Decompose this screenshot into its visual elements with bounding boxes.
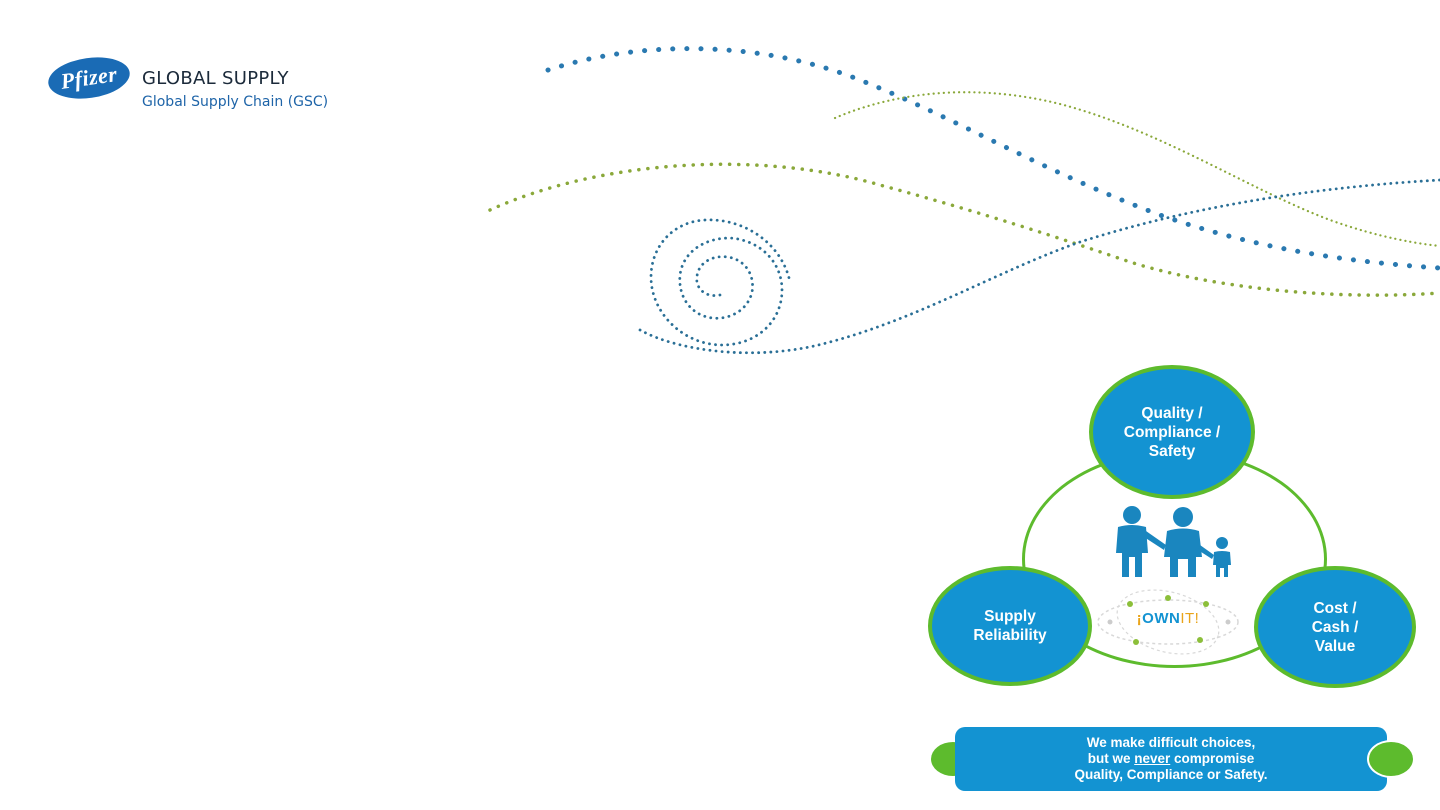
family-icon (1116, 506, 1231, 577)
banner-line-1: We make difficult choices, (1086, 735, 1256, 750)
logo-wordmark: Pfizer (59, 61, 119, 94)
pillar-right-label: Cost / Cash / Value (1311, 599, 1359, 655)
banner-line-2-before: but we (1087, 751, 1135, 766)
blue-dotted-wave (545, 46, 1440, 271)
pillar-left-label: Supply Reliability (973, 608, 1047, 644)
pillar-top-label: Quality / Compliance / Safety (1123, 404, 1221, 460)
banner-line-3: Quality, Compliance or Safety. (1074, 767, 1268, 782)
commitment-banner: We make difficult choices, but we never … (955, 727, 1387, 791)
pfizer-logo: Pfizer (45, 52, 133, 104)
banner-line-2: but we never compromise (1088, 751, 1255, 767)
pfizer-logo-block: Pfizer GLOBAL SUPPLY Global Supply Chain… (45, 52, 428, 120)
pillar-cost-cash-value: Cost / Cash / Value (1254, 566, 1416, 688)
banner-emphasis-never: never (1134, 751, 1171, 766)
banner-line-2-after: compromise (1170, 751, 1255, 766)
ownit-main: OWN (1142, 610, 1181, 627)
pillar-quality-compliance-safety: Quality / Compliance / Safety (1089, 365, 1255, 499)
ownit-suffix: IT! (1180, 610, 1200, 627)
brand-title: GLOBAL SUPPLY (142, 68, 289, 89)
teal-spiral (649, 218, 792, 347)
banner-right-cap (1367, 740, 1415, 778)
ownit-badge: ¡OWNIT! (1088, 586, 1248, 658)
olive-lower-wave (488, 162, 1440, 297)
teal-sweep (638, 178, 1440, 355)
ownit-prefix: ¡ (1136, 610, 1143, 627)
olive-upper-wave (833, 91, 1440, 248)
brand-subtitle: Global Supply Chain (GSC) (142, 94, 329, 110)
ownit-label: ¡OWNIT! (1088, 610, 1248, 627)
ownit-orbits (1097, 589, 1239, 655)
pillar-supply-reliability: Supply Reliability (928, 566, 1092, 686)
